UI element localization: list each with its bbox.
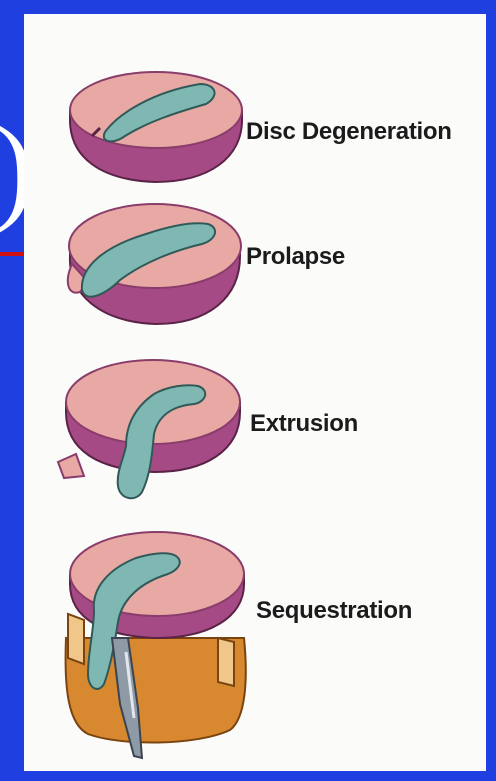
stage-label-prolapse: Prolapse (246, 243, 345, 271)
disc-degeneration-illustration (60, 62, 250, 192)
sequestration-illustration (58, 518, 254, 766)
extrusion-illustration (54, 346, 250, 506)
stage-label-sequestration: Sequestration (256, 597, 412, 625)
stage-label-extrusion: Extrusion (250, 410, 358, 438)
stage-label-disc-degeneration: Disc Degeneration (246, 118, 452, 146)
prolapse-illustration (58, 194, 248, 334)
